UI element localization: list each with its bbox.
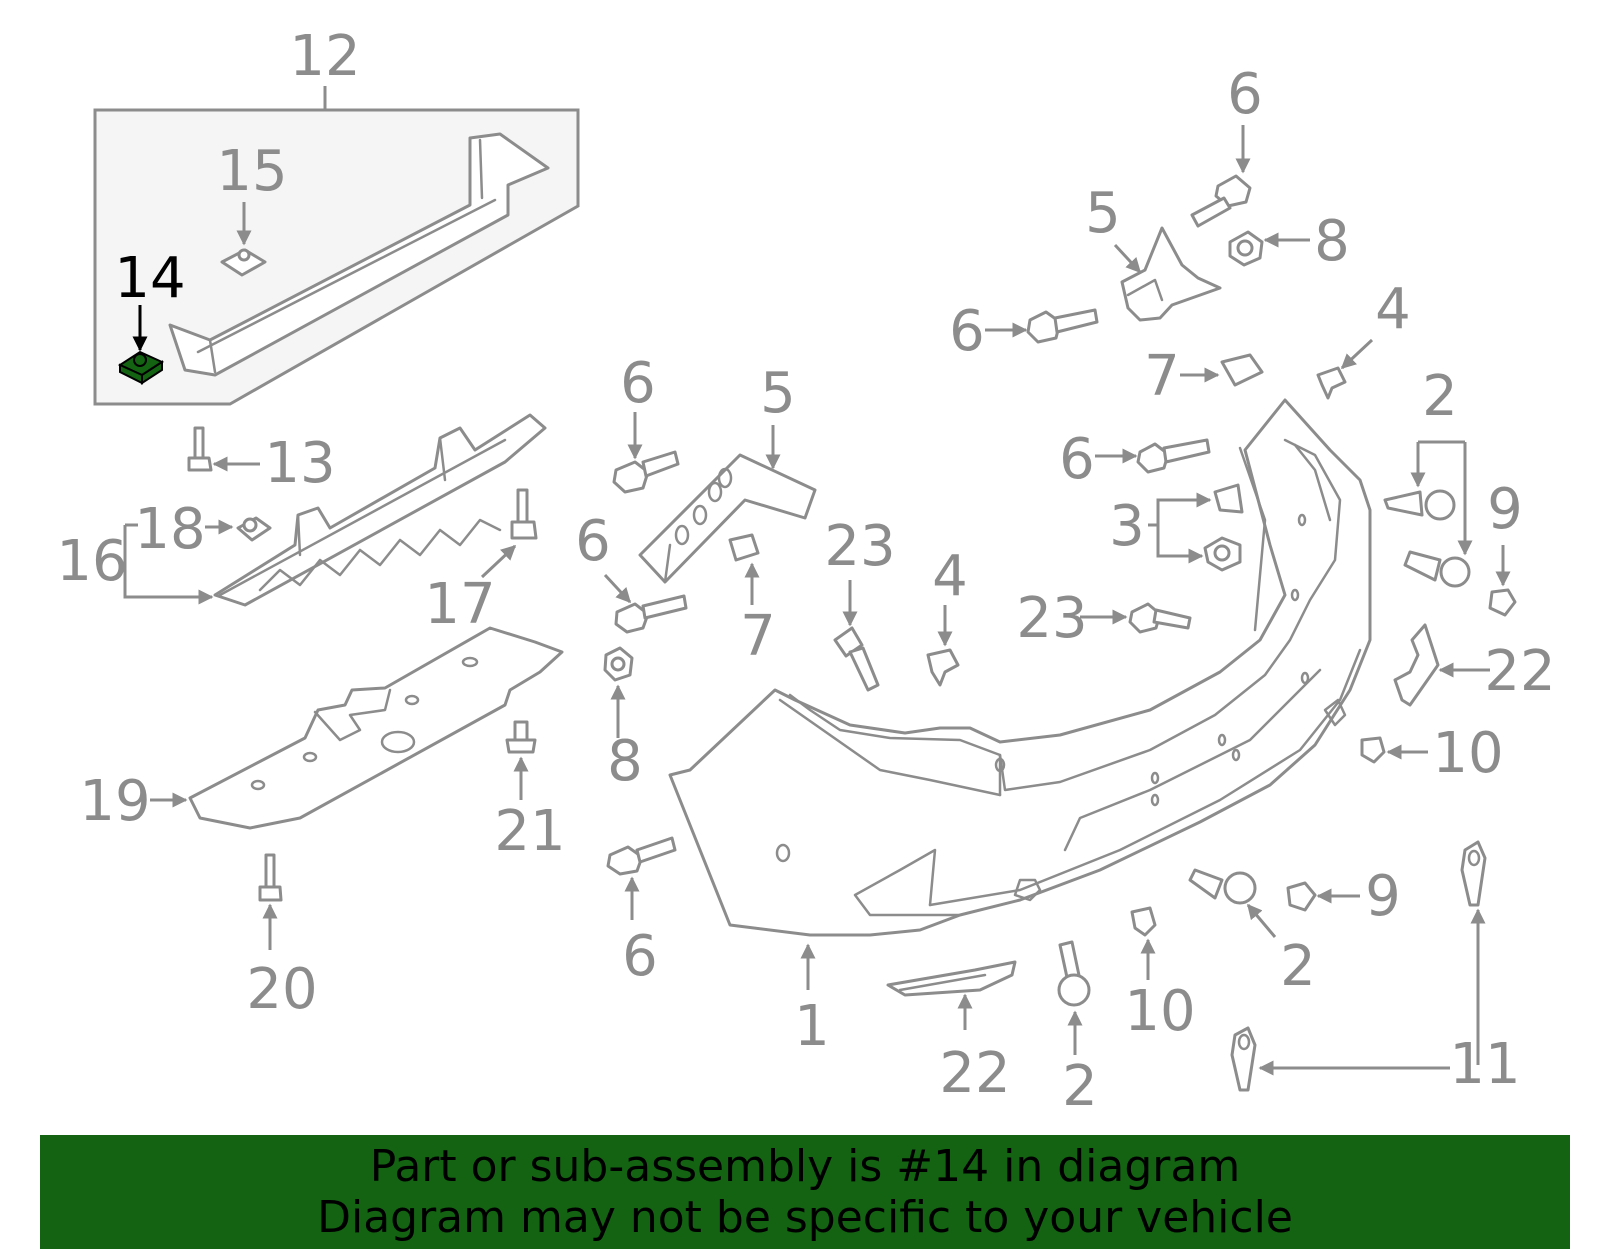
- bolt-23-right: [1080, 602, 1192, 634]
- label-7-center: 7: [740, 604, 776, 669]
- bolt-6-mid: [603, 573, 688, 634]
- label-11: 11: [1449, 1032, 1520, 1097]
- label-23-center: 23: [824, 514, 895, 579]
- label-5-center: 5: [760, 361, 796, 426]
- label-2-right: 2: [1422, 364, 1458, 429]
- screw-2-vertical: [1057, 940, 1091, 1055]
- label-2-bottom-right: 2: [1280, 934, 1316, 999]
- banner-line-1: Part or sub-assembly is #14 in diagram: [369, 1141, 1241, 1192]
- clip-10-bottom: [1130, 906, 1157, 980]
- reinforcement-16: [123, 413, 547, 607]
- label-4-center: 4: [932, 544, 968, 609]
- clip-4-center: [926, 605, 960, 687]
- label-19: 19: [79, 769, 150, 834]
- label-4-right: 4: [1375, 277, 1411, 342]
- label-9-right: 9: [1487, 477, 1523, 542]
- callout-labels: 12 15 14 13 18 16 17 19 21 20 6 5 6 7 23…: [56, 24, 1555, 1119]
- bracket-22-right: [1393, 623, 1490, 707]
- bumper-cover-1: [668, 398, 1372, 990]
- bolt-6-right-mid: [985, 308, 1099, 344]
- bracket-5-right: [1113, 226, 1222, 322]
- nut-14-highlight[interactable]: [117, 350, 165, 385]
- label-20: 20: [246, 957, 317, 1022]
- clip-21: [505, 720, 537, 800]
- label-6-lower: 6: [622, 924, 658, 989]
- clip-11-group: [1230, 840, 1487, 1092]
- label-10-bottom: 10: [1124, 979, 1195, 1044]
- clip-7-right: [1180, 353, 1264, 387]
- label-17: 17: [424, 572, 495, 637]
- label-8-left: 8: [607, 729, 643, 794]
- label-8-right: 8: [1314, 209, 1350, 274]
- label-22-right: 22: [1484, 639, 1555, 704]
- banner-line-2: Diagram may not be specific to your vehi…: [317, 1192, 1293, 1243]
- clip-9-bottom: [1286, 881, 1360, 912]
- bolt-6-center-top: [612, 412, 680, 494]
- label-3: 3: [1109, 494, 1145, 559]
- label-22-bottom: 22: [939, 1041, 1010, 1106]
- label-6-right-lower: 6: [1059, 427, 1095, 492]
- label-14: 14: [114, 246, 185, 311]
- label-15: 15: [216, 139, 287, 204]
- label-18: 18: [134, 497, 205, 562]
- label-16: 16: [56, 529, 127, 594]
- screw-2-right-group: [1383, 440, 1473, 588]
- parts-diagram: 12 15 14 13 18 16 17 19 21 20 6 5 6 7 23…: [56, 24, 1555, 1119]
- label-6-mid: 6: [575, 509, 611, 574]
- label-13: 13: [264, 431, 335, 496]
- nut-8-left: [603, 646, 634, 738]
- label-6-top-right: 6: [1227, 62, 1263, 127]
- clip-3-group: [1148, 483, 1244, 572]
- clip-18: [205, 516, 272, 542]
- label-2-vertical: 2: [1062, 1054, 1098, 1119]
- bolt-6-top-right: [1190, 125, 1252, 228]
- shield-19: [150, 626, 564, 830]
- clip-4-right: [1316, 338, 1374, 400]
- clip-9-right: [1488, 545, 1517, 617]
- bracket-22-bottom: [886, 960, 1017, 1030]
- bolt-20: [258, 853, 283, 950]
- label-10-right: 10: [1432, 721, 1503, 786]
- bolt-13: [187, 426, 260, 472]
- clip-7-center: [728, 533, 760, 605]
- bracket-5-center: [638, 425, 817, 584]
- label-6-center-top: 6: [620, 351, 656, 416]
- label-23-right: 23: [1016, 586, 1087, 651]
- clip-10-right: [1360, 736, 1428, 764]
- screw-2-bottom-right: [1188, 868, 1277, 938]
- nut-8-right: [1228, 230, 1310, 267]
- label-1: 1: [794, 994, 830, 1059]
- label-21: 21: [494, 799, 565, 864]
- label-12: 12: [289, 24, 360, 89]
- bolt-17: [480, 488, 538, 579]
- label-6-right-mid: 6: [949, 299, 985, 364]
- bolt-23-center: [833, 580, 880, 692]
- info-banner: Part or sub-assembly is #14 in diagram D…: [40, 1135, 1570, 1249]
- bolt-6-lower: [606, 836, 677, 920]
- clip-15: [220, 248, 267, 277]
- label-5-right: 5: [1085, 181, 1121, 246]
- label-9-bottom: 9: [1365, 864, 1401, 929]
- label-7-right: 7: [1144, 344, 1180, 409]
- bolt-6-right-lower: [1095, 438, 1211, 474]
- bracket-12-inset: [93, 86, 580, 406]
